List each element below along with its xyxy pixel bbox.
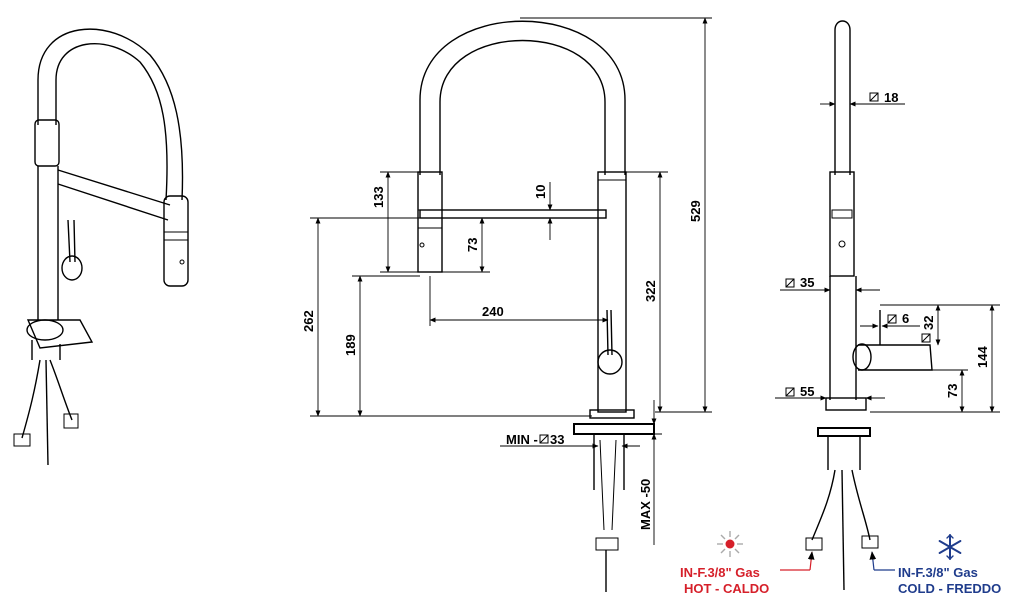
inlet-labels: IN-F.3/8" Gas HOT - CALDO IN-F.3/8" Gas … — [680, 531, 1001, 596]
front-dim-240: 240 — [482, 304, 504, 319]
front-dim-min: MIN - — [506, 432, 538, 447]
front-dim-529: 529 — [688, 200, 703, 222]
front-dim-133: 133 — [371, 186, 386, 208]
side-dim-73: 73 — [945, 384, 960, 398]
diameter-symbol-icon — [785, 387, 795, 397]
diameter-symbol-icon — [921, 333, 931, 343]
diameter-symbol-icon — [785, 278, 795, 288]
hot-inlet-line2: HOT - CALDO — [684, 581, 769, 596]
diameter-symbol-icon — [869, 92, 879, 102]
side-dia-18: 18 — [884, 90, 898, 105]
diameter-symbol-icon — [887, 314, 897, 324]
cold-inlet-line1: IN-F.3/8" Gas — [898, 565, 978, 580]
front-dim-189: 189 — [343, 334, 358, 356]
front-dim-322: 322 — [643, 280, 658, 302]
side-dia-55: 55 — [800, 384, 814, 399]
front-dim-73: 73 — [465, 238, 480, 252]
side-dia-35: 35 — [800, 275, 814, 290]
diameter-symbol-icon — [539, 434, 549, 444]
hot-inlet-line1: IN-F.3/8" Gas — [680, 565, 760, 580]
side-dia-6: 6 — [902, 311, 909, 326]
side-dim-32: 32 — [921, 316, 936, 330]
front-dim-262: 262 — [301, 310, 316, 332]
front-dim-max: MAX -50 — [638, 479, 653, 530]
perspective-view — [13, 28, 189, 466]
front-dim-min-value: 33 — [550, 432, 564, 447]
snowflake-icon — [938, 534, 962, 560]
front-dim-10: 10 — [533, 185, 548, 199]
side-view: 18 35 6 32 144 73 55 — [775, 20, 1000, 591]
cold-inlet-line2: COLD - FREDDO — [898, 581, 1001, 596]
side-dim-144: 144 — [975, 346, 990, 368]
front-view: 529 322 133 10 73 262 189 240 — [301, 17, 712, 592]
sun-icon — [717, 531, 743, 557]
